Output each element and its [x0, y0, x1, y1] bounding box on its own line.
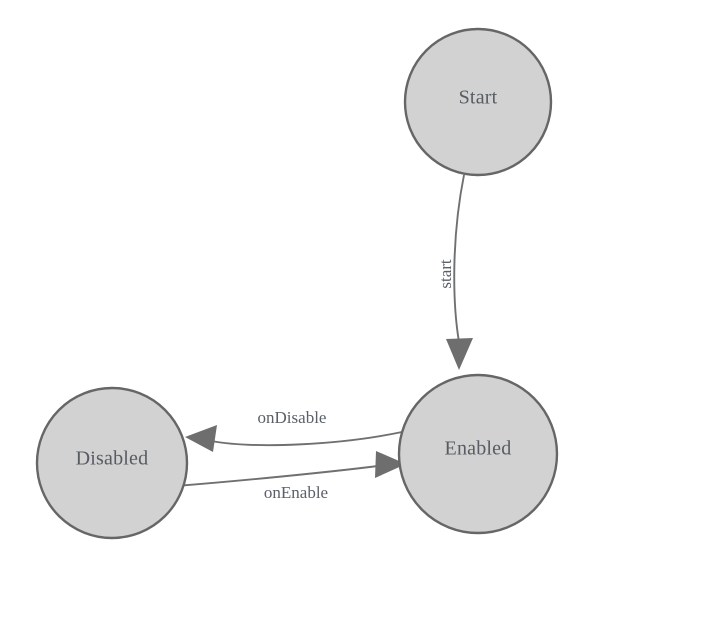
- node-disabled-circle: [35, 386, 189, 540]
- node-start-label: Start: [459, 87, 498, 109]
- edge-start-label: start: [436, 259, 455, 289]
- edge-onenable-arrowhead-icon: [375, 451, 406, 478]
- node-start-circle: [403, 27, 553, 177]
- edge-start-arrowhead-icon: [446, 338, 473, 370]
- edge-onenable-label: onEnable: [264, 483, 328, 502]
- node-enabled-circle: [397, 373, 559, 535]
- edge-ondisable-label: onDisable: [258, 408, 327, 427]
- edge-ondisable[interactable]: [185, 425, 403, 452]
- node-enabled[interactable]: Enabled: [397, 373, 559, 535]
- node-disabled-label: Disabled: [76, 448, 149, 470]
- edge-onenable-path: [175, 465, 379, 487]
- node-disabled[interactable]: Disabled: [35, 386, 189, 540]
- edge-start-path: [453, 174, 465, 343]
- edge-ondisable-arrowhead-icon: [185, 425, 217, 452]
- node-start[interactable]: Start: [403, 27, 553, 177]
- edge-start[interactable]: [446, 174, 473, 370]
- edge-onenable[interactable]: [175, 451, 406, 487]
- edge-ondisable-path: [210, 431, 403, 447]
- node-enabled-label: Enabled: [445, 438, 512, 460]
